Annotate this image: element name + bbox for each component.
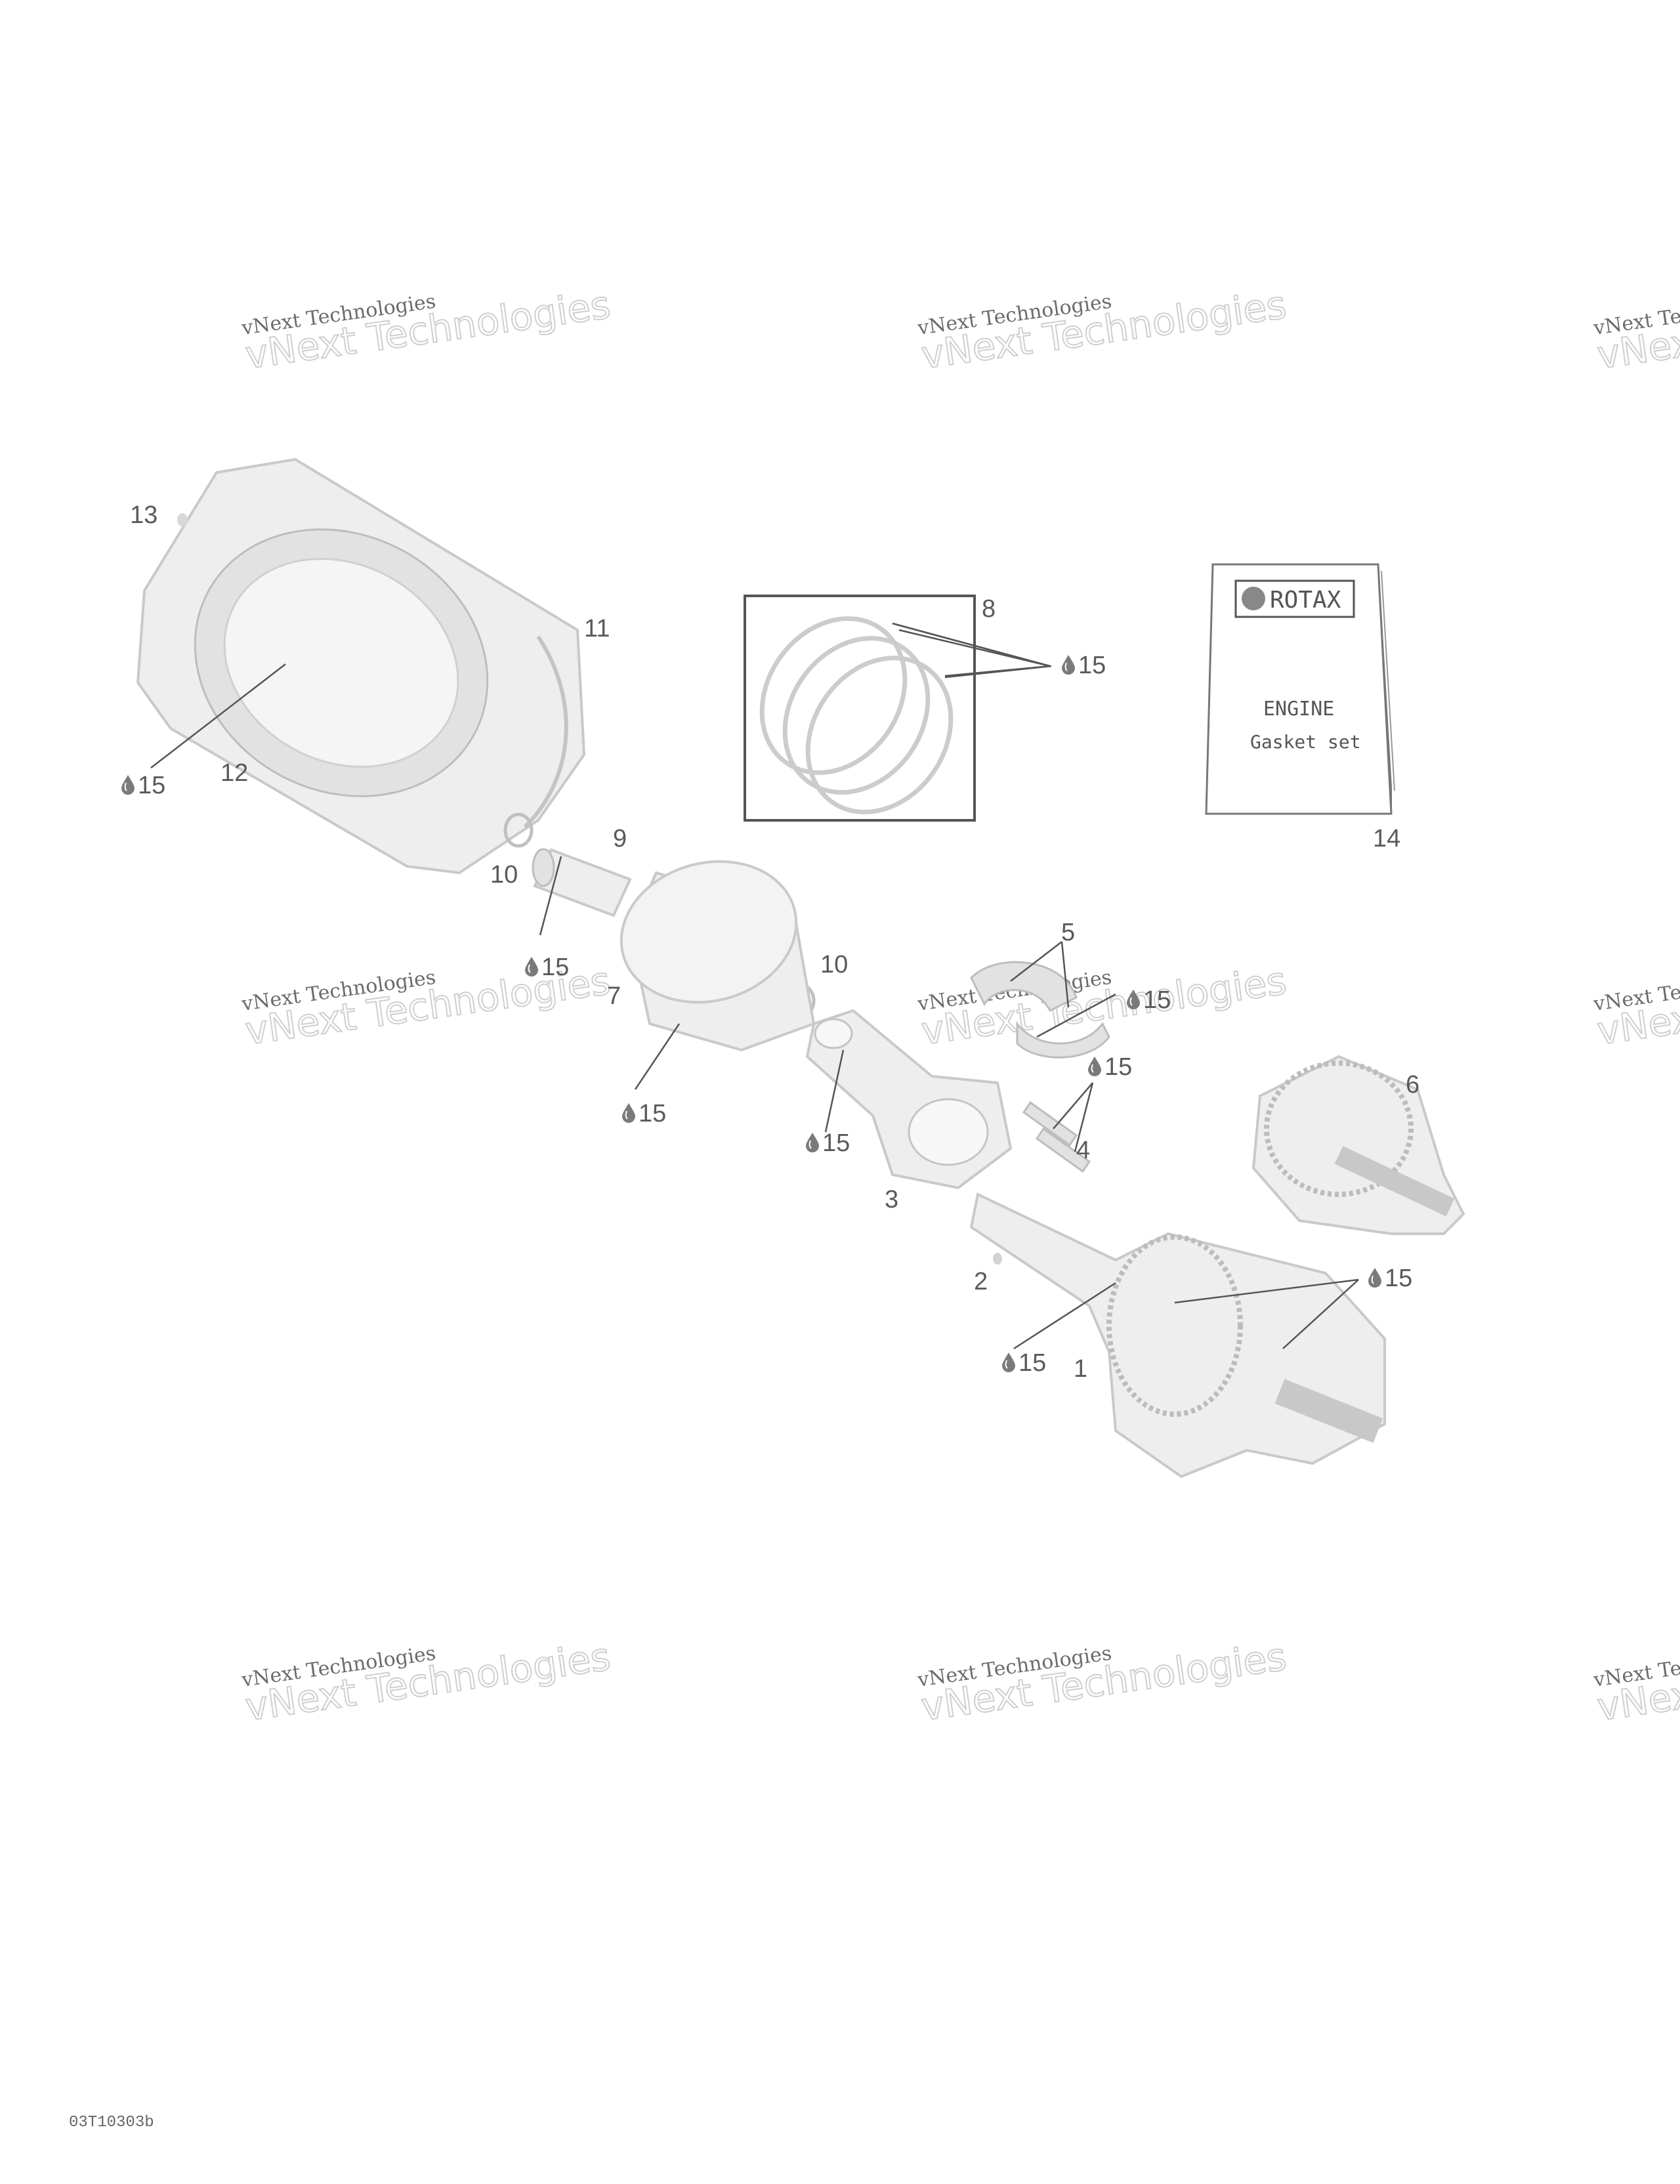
callout-6: 6 [1406, 1071, 1419, 1099]
leader-lines [150, 622, 1359, 1350]
callout-7: 7 [607, 982, 621, 1010]
balance-shaft-part [1251, 1055, 1465, 1235]
oil-drop-icon [121, 774, 135, 795]
lube-ref-label: 15 [1018, 1349, 1046, 1377]
callout-8: 8 [982, 595, 996, 623]
bearing-part [970, 961, 1110, 1059]
woodruff-key-part [993, 1253, 1002, 1265]
lube-ref-label: 15 [1104, 1053, 1132, 1081]
oil-drop-icon [805, 1132, 820, 1153]
lube-ref-label: 15 [541, 954, 569, 981]
connecting-rod-part [805, 1009, 1013, 1190]
figure-code: 03T10303b [69, 2114, 154, 2132]
callout-10-lower: 10 [820, 951, 848, 978]
callout-1: 1 [1074, 1355, 1087, 1383]
callout-11: 11 [584, 615, 610, 642]
crankshaft-part [969, 1192, 1386, 1479]
conrod-bolt-part [1022, 1101, 1091, 1173]
oil-drop-icon [1087, 1056, 1102, 1077]
dowel-pin-part [177, 513, 188, 526]
lube-ref-label: 15 [1078, 652, 1106, 679]
callout-9: 9 [613, 825, 627, 852]
callout-numbers: 13 11 12 8 14 9 10 10 7 5 4 3 6 2 1 [130, 501, 1419, 1383]
watermark-group: vNext Technologies vNext Technologies vN… [240, 282, 1680, 1730]
callout-3: 3 [885, 1186, 898, 1213]
piston-part [620, 860, 816, 1052]
lube-ref-label: 15 [1385, 1265, 1412, 1292]
callout-13: 13 [130, 501, 158, 529]
piston-rings-part [744, 595, 976, 822]
booklet-subtitle: Gasket set [1250, 731, 1361, 753]
callout-5: 5 [1061, 919, 1075, 946]
oil-drop-icon [1368, 1267, 1382, 1288]
oil-drop-icon [1061, 654, 1076, 675]
callout-10-upper: 10 [490, 861, 518, 889]
lube-ref-label: 15 [1143, 986, 1171, 1014]
oil-drop-icon [621, 1102, 636, 1124]
lube-ref-label: 15 [138, 772, 165, 799]
lube-ref-label: 15 [639, 1100, 666, 1127]
callout-4: 4 [1076, 1137, 1090, 1164]
cylinder-part [136, 457, 586, 875]
booklet-title: ENGINE [1263, 698, 1334, 721]
callout-2: 2 [974, 1268, 988, 1295]
gasket-set-booklet: ROTAX ENGINE Gasket set [1205, 563, 1395, 815]
oil-drop-icon [524, 956, 539, 977]
callout-12: 12 [220, 759, 248, 787]
callout-14: 14 [1373, 825, 1400, 852]
lubricant-markers: 15 15 15 15 15 15 15 15 [121, 652, 1412, 1377]
booklet-brand: ROTAX [1270, 587, 1341, 614]
lube-ref-label: 15 [822, 1129, 850, 1157]
oil-drop-icon [1001, 1352, 1016, 1373]
